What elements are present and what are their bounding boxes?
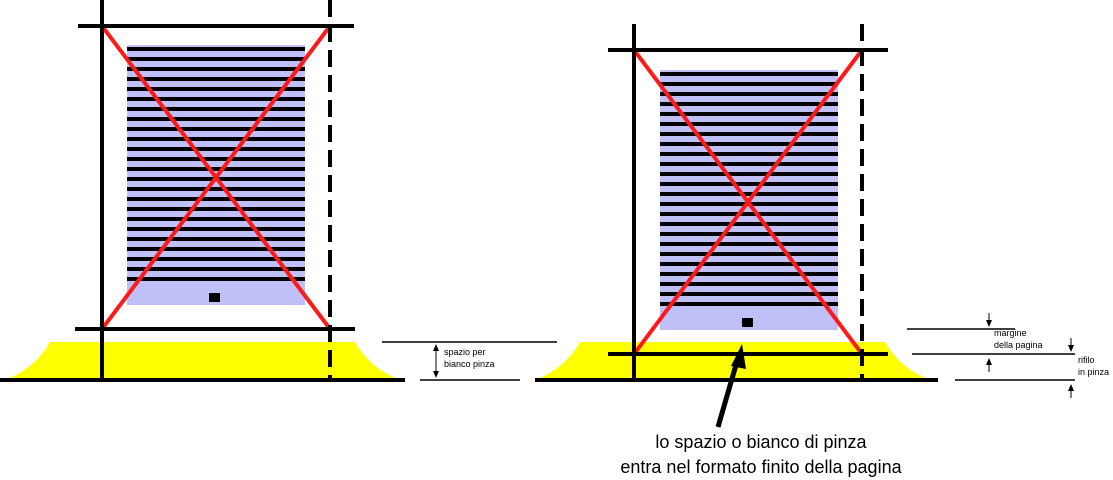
right-margin-line1: margine (994, 328, 1027, 338)
left-arrow-head-down (433, 371, 439, 378)
right-trim-arrow-bottom-head (1068, 384, 1074, 391)
left-arrow-head-up (433, 344, 439, 351)
right-cross-line-b (632, 48, 864, 356)
right-trim-line2: in pinza (1078, 367, 1109, 377)
left-label-line1: spazio per (444, 347, 486, 357)
right-page-marker (742, 318, 753, 327)
left-diagram: spazio per bianco pinza (0, 0, 557, 382)
caption-line1: lo spazio o bianco di pinza (655, 432, 867, 452)
left-label-line2: bianco pinza (444, 359, 495, 369)
right-page-arrow-head (986, 358, 992, 365)
right-pointer-arrow-head (731, 344, 746, 369)
right-trim-arrow-top-head (1068, 345, 1074, 352)
left-gripper-area (5, 342, 400, 380)
left-cross-line-b (100, 24, 332, 331)
right-margin-arrow-head (986, 320, 992, 327)
right-margin-line2: della pagina (994, 340, 1043, 350)
right-trim-line1: rifilo (1078, 355, 1095, 365)
left-page-marker (209, 293, 220, 302)
right-pointer-arrow (715, 357, 741, 428)
caption-line2: entra nel formato finito della pagina (620, 457, 902, 477)
right-diagram: margine della pagina rifilo in pinza lo … (535, 24, 1109, 477)
